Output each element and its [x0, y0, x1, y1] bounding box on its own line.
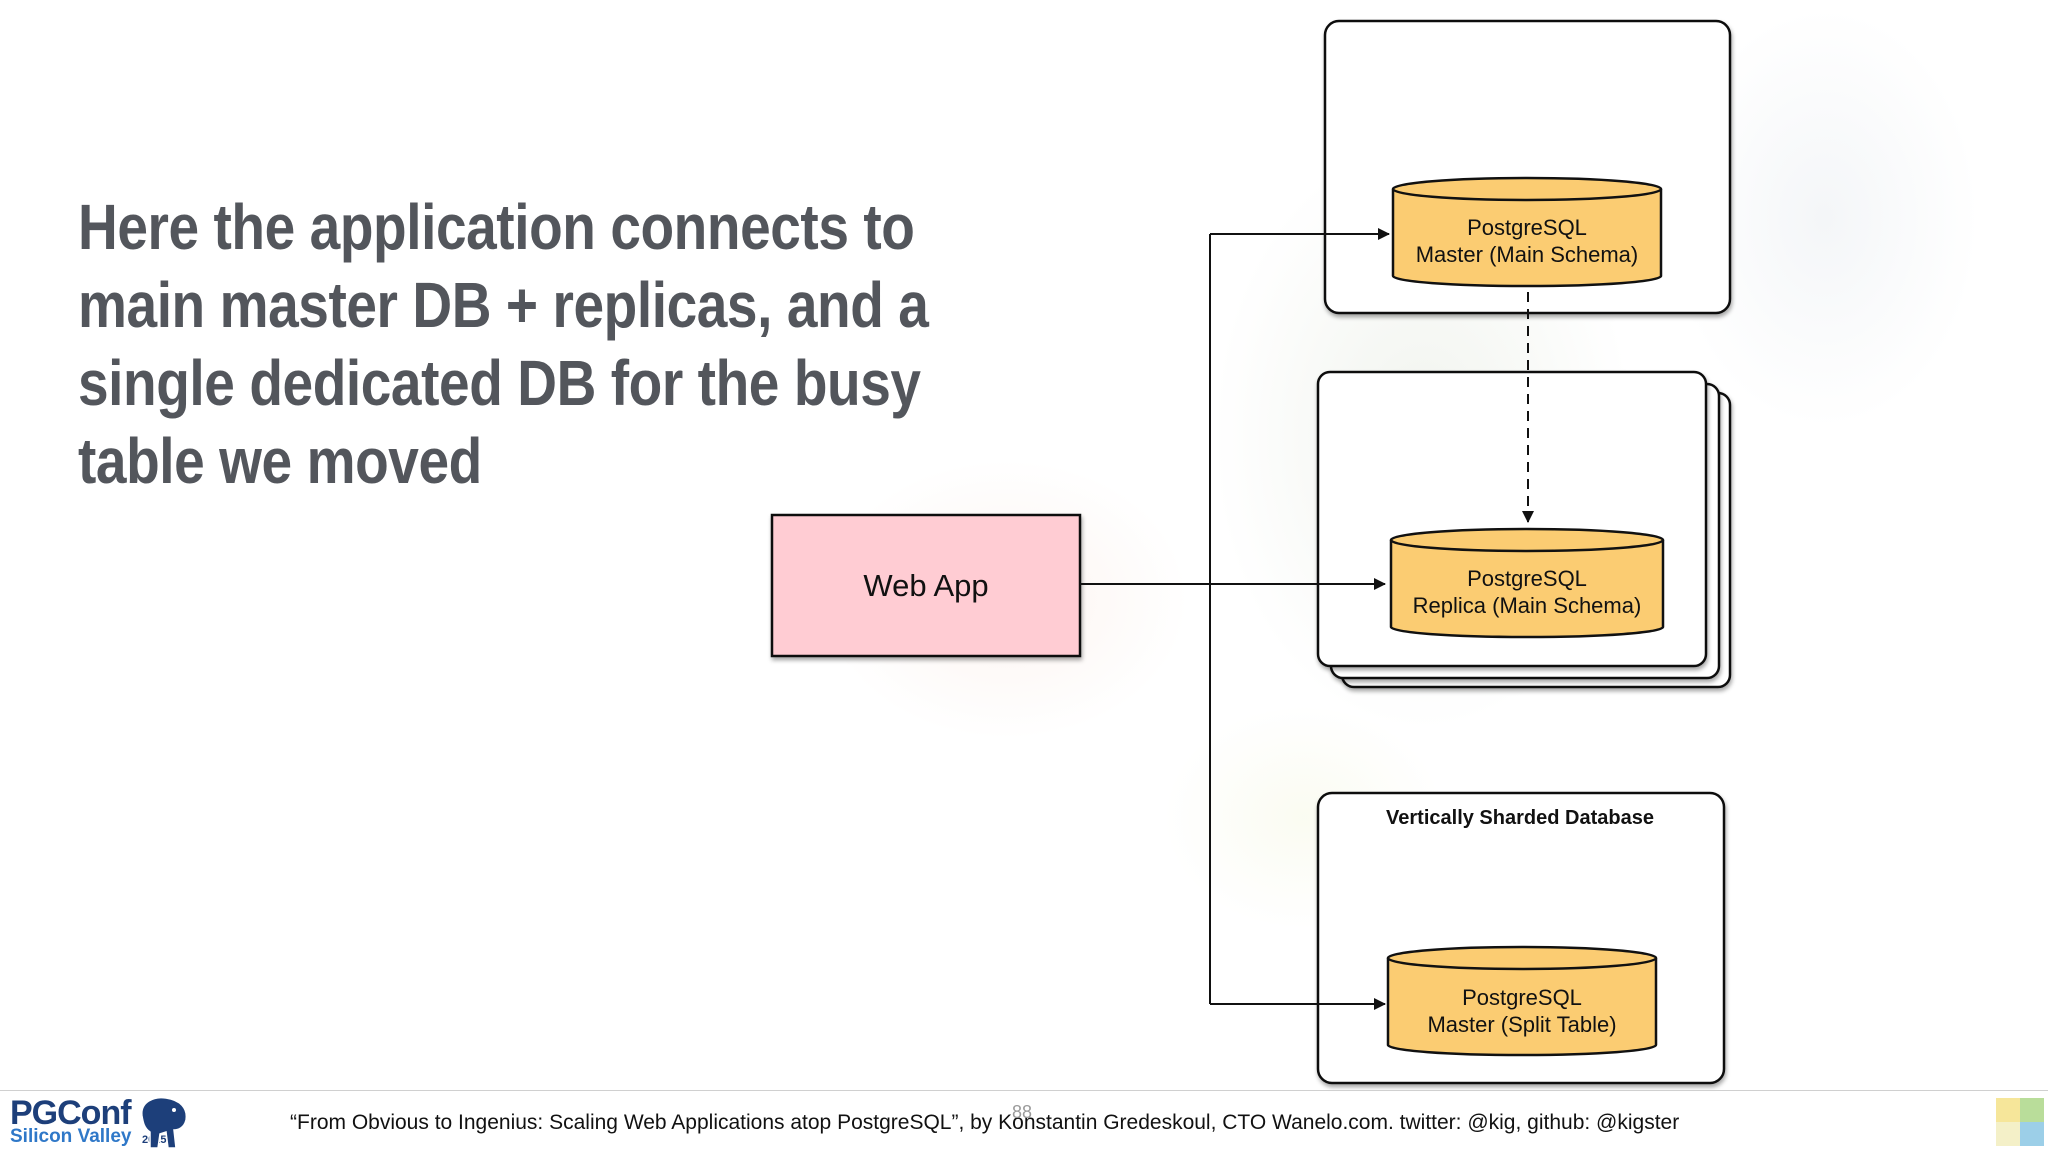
db-replica-line1: PostgreSQL [1467, 566, 1587, 591]
footer-divider [0, 1090, 2048, 1091]
db-split-line1: PostgreSQL [1462, 985, 1582, 1010]
db-replica-main-schema: PostgreSQL Replica (Main Schema) [1389, 527, 1665, 639]
postgres-elephant-icon [141, 1096, 188, 1149]
web-app-label: Web App [863, 568, 988, 603]
slide-title: Here the application connects to main ma… [78, 191, 929, 497]
page-number: 88 [1012, 1102, 1033, 1122]
db-master-main-schema: PostgreSQL Master (Main Schema) [1391, 176, 1663, 288]
db-replica-line2: Replica (Main Schema) [1413, 593, 1642, 618]
pgconf-logo: PGConf Silicon Valley 2015 [6, 1094, 196, 1150]
footer-citation: “From Obvious to Ingenius: Scaling Web A… [290, 1111, 1680, 1134]
db-master-split-table: PostgreSQL Master (Split Table) [1386, 945, 1658, 1057]
corner-squares-icon [1996, 1098, 2044, 1146]
logo-main-text: PGConf [10, 1094, 132, 1132]
shard-box-title: Vertically Sharded Database [1386, 807, 1654, 829]
db-master-line1: PostgreSQL [1467, 215, 1587, 240]
db-master-line2: Master (Main Schema) [1416, 242, 1639, 267]
db-split-line2: Master (Split Table) [1427, 1012, 1616, 1037]
logo-sub-text: Silicon Valley [10, 1126, 132, 1147]
web-app-box [770, 513, 1082, 658]
db-split-body [1386, 958, 1658, 1057]
